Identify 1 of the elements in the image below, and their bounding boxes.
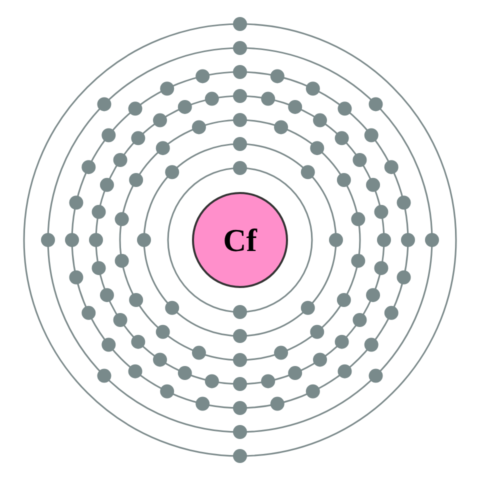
element-symbol: Cf (223, 224, 257, 256)
